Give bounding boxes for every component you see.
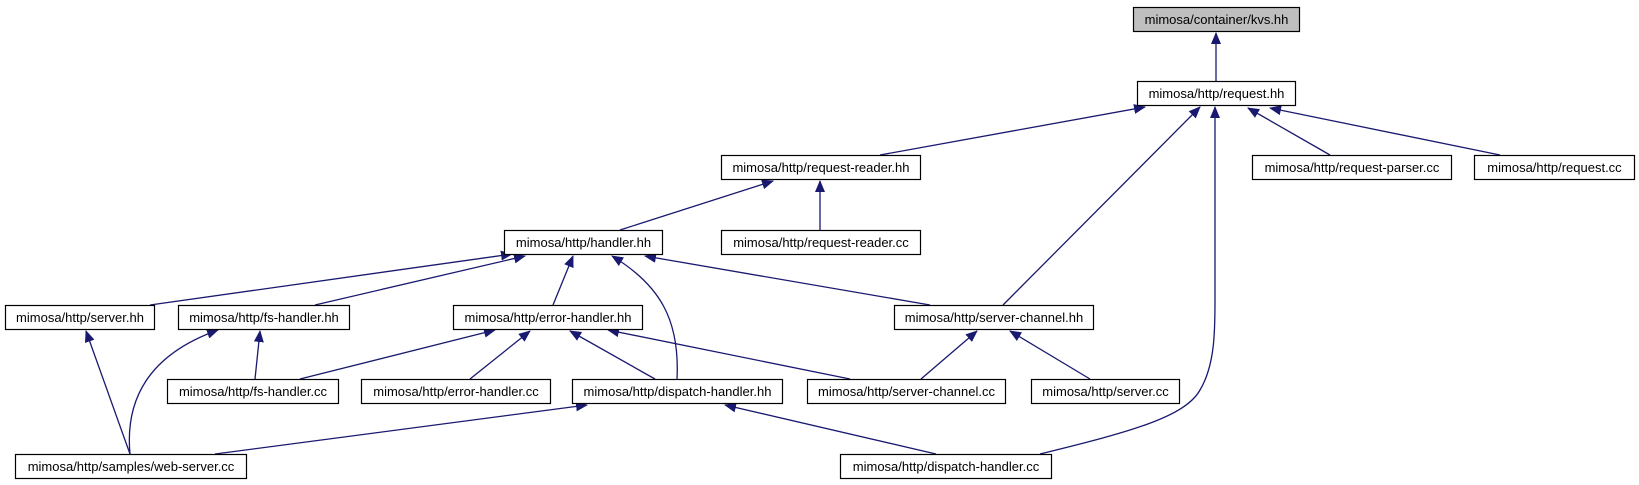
node-box[interactable] <box>720 154 922 181</box>
edge-server-channel-cc-to-server-channel-hh <box>920 330 978 380</box>
edge-layer <box>84 32 1501 455</box>
node-label: mimosa/http/request.hh <box>1149 86 1285 101</box>
edge-dispatch-handler-hh-to-error-handler-hh <box>569 330 656 380</box>
node-request-hh[interactable]: mimosa/http/request.hh <box>1136 80 1297 107</box>
edge-fs-handler-hh-to-handler-hh <box>314 253 526 306</box>
edge-server-hh-to-handler-hh <box>149 250 513 306</box>
node-label: mimosa/http/samples/web-server.cc <box>28 459 235 474</box>
node-label: mimosa/container/kvs.hh <box>1145 12 1289 27</box>
edge-dispatch-handler-cc-to-request-hh <box>1039 106 1220 455</box>
node-label: mimosa/http/server-channel.cc <box>818 384 996 399</box>
node-fs-handler-cc[interactable]: mimosa/http/fs-handler.cc <box>166 378 340 405</box>
edge-request-parser-cc-to-request-hh <box>1247 107 1331 156</box>
edge-web-server-cc-to-dispatch-handler-hh <box>214 401 588 455</box>
node-box[interactable] <box>177 304 351 331</box>
node-label: mimosa/http/dispatch-handler.hh <box>584 384 772 399</box>
node-handler-hh[interactable]: mimosa/http/handler.hh <box>503 229 664 256</box>
node-request-cc[interactable]: mimosa/http/request.cc <box>1473 154 1636 181</box>
node-error-handler-hh[interactable]: mimosa/http/error-handler.hh <box>452 304 644 331</box>
node-server-channel-cc[interactable]: mimosa/http/server-channel.cc <box>806 378 1007 405</box>
edge-fs-handler-cc-to-error-handler-hh <box>299 327 496 380</box>
node-box[interactable] <box>806 378 1007 405</box>
node-label: mimosa/http/fs-handler.hh <box>189 310 339 325</box>
node-box[interactable] <box>452 304 644 331</box>
edge-error-handler-cc-to-error-handler-hh <box>469 330 531 380</box>
node-box[interactable] <box>1136 80 1297 107</box>
node-fs-handler-hh[interactable]: mimosa/http/fs-handler.hh <box>177 304 351 331</box>
edge-dispatch-handler-cc-to-dispatch-handler-hh <box>724 402 937 455</box>
node-dispatch-handler-hh[interactable]: mimosa/http/dispatch-handler.hh <box>571 378 784 405</box>
node-box[interactable] <box>839 453 1053 480</box>
node-request-parser-cc[interactable]: mimosa/http/request-parser.cc <box>1251 154 1453 181</box>
node-box[interactable] <box>1030 378 1181 405</box>
node-label: mimosa/http/handler.hh <box>516 235 651 250</box>
node-request-reader-hh[interactable]: mimosa/http/request-reader.hh <box>720 154 922 181</box>
node-box[interactable] <box>360 378 552 405</box>
node-box[interactable] <box>166 378 340 405</box>
edge-request-reader-hh-to-request-hh <box>879 104 1146 156</box>
edge-fs-handler-cc-to-fs-handler-hh <box>253 330 264 380</box>
node-label: mimosa/http/request-reader.cc <box>733 235 909 250</box>
node-box[interactable] <box>893 304 1095 331</box>
node-layer: mimosa/container/kvs.hh mimosa/http/reque… <box>4 6 1636 480</box>
node-label: mimosa/http/error-handler.hh <box>465 310 632 325</box>
node-label: mimosa/http/fs-handler.cc <box>179 384 328 399</box>
node-box[interactable] <box>1251 154 1453 181</box>
node-web-server-cc[interactable]: mimosa/http/samples/web-server.cc <box>14 453 248 480</box>
edge-request-cc-to-request-hh <box>1269 105 1501 156</box>
node-box[interactable] <box>1473 154 1636 181</box>
edge-web-server-cc-to-server-hh <box>84 330 131 455</box>
node-label: mimosa/http/server.hh <box>16 310 144 325</box>
edge-error-handler-hh-to-handler-hh <box>552 255 574 306</box>
node-server-cc[interactable]: mimosa/http/server.cc <box>1030 378 1181 405</box>
edge-server-channel-cc-to-error-handler-hh <box>607 327 851 380</box>
node-dispatch-handler-cc[interactable]: mimosa/http/dispatch-handler.cc <box>839 453 1053 480</box>
edge-web-server-cc-to-fs-handler-hh <box>128 328 219 455</box>
node-label: mimosa/http/request.cc <box>1487 160 1622 175</box>
edge-server-channel-hh-to-request-hh <box>1002 106 1201 306</box>
node-box[interactable] <box>503 229 664 256</box>
edge-dispatch-handler-hh-to-handler-hh <box>611 255 678 380</box>
node-box[interactable] <box>14 453 248 480</box>
node-box[interactable] <box>4 304 156 331</box>
node-server-channel-hh[interactable]: mimosa/http/server-channel.hh <box>893 304 1095 331</box>
node-box[interactable] <box>571 378 784 405</box>
node-box[interactable] <box>1132 6 1301 33</box>
node-label: mimosa/http/server-channel.hh <box>905 310 1083 325</box>
node-kvs-hh[interactable]: mimosa/container/kvs.hh <box>1132 6 1301 33</box>
node-label: mimosa/http/request-reader.hh <box>732 160 909 175</box>
node-label: mimosa/http/dispatch-handler.cc <box>853 459 1040 474</box>
node-label: mimosa/http/error-handler.cc <box>373 384 539 399</box>
edge-handler-hh-to-request-reader-hh <box>619 179 774 231</box>
node-label: mimosa/http/request-parser.cc <box>1265 160 1440 175</box>
node-server-hh[interactable]: mimosa/http/server.hh <box>4 304 156 331</box>
node-request-reader-cc[interactable]: mimosa/http/request-reader.cc <box>720 229 922 256</box>
edge-server-cc-to-server-channel-hh <box>1009 330 1091 380</box>
node-label: mimosa/http/server.cc <box>1042 384 1169 399</box>
edge-server-channel-hh-to-handler-hh <box>644 252 931 306</box>
node-error-handler-cc[interactable]: mimosa/http/error-handler.cc <box>360 378 552 405</box>
node-box[interactable] <box>720 229 922 256</box>
